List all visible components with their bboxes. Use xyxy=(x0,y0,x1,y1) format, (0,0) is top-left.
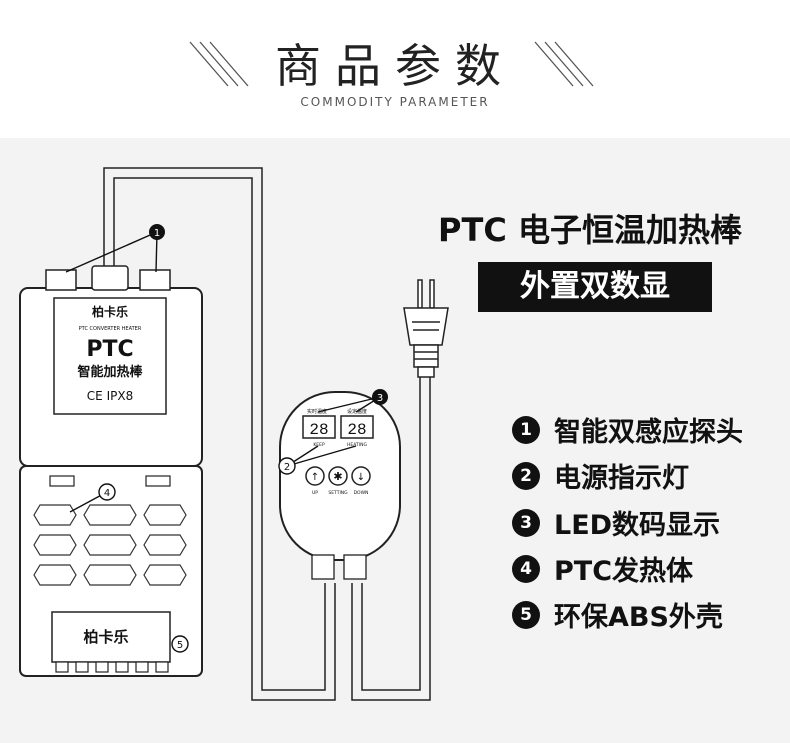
callout-1: 1 xyxy=(154,228,160,239)
heater-converter-label: PTC CONVERTER HEATER xyxy=(79,326,142,332)
heater-cn-label: 智能加热棒 xyxy=(77,364,143,380)
controller-body xyxy=(279,391,401,580)
product-subtitle-badge: 外置双数显 xyxy=(478,262,712,312)
callout-markers: 1 2 3 4 5 xyxy=(98,224,388,653)
header-title: 商品参数 xyxy=(275,39,515,93)
controller-keep-cn-label: 实时温度 xyxy=(307,408,327,415)
down-arrow-icon[interactable]: ↓ xyxy=(357,472,365,483)
feature-label-3: LED数码显示 xyxy=(554,510,721,541)
callout-5: 5 xyxy=(177,640,183,651)
gear-icon[interactable]: ✱ xyxy=(333,470,342,483)
heater-wire xyxy=(103,167,431,701)
callout-4: 4 xyxy=(104,488,110,499)
callout-2: 2 xyxy=(284,462,290,473)
controller-display-right: 28 xyxy=(347,421,366,439)
controller-heating-label: HEATING xyxy=(347,442,367,448)
header-subtitle: COMMODITY PARAMETER xyxy=(300,95,490,109)
controller-up-label: UP xyxy=(312,490,318,496)
feature-item-3: 3 LED数码显示 xyxy=(512,503,720,542)
controller-display-left: 28 xyxy=(309,421,328,439)
feature-item-2: 2 电源指示灯 xyxy=(512,456,689,495)
feature-item-4: 4 PTC发热体 xyxy=(512,549,693,588)
heater-cert-label: CE IPX8 xyxy=(87,389,133,403)
feature-number-3: 3 xyxy=(512,508,540,537)
feature-item-1: 1 智能双感应探头 xyxy=(512,410,743,449)
feature-number-1: 1 xyxy=(512,415,540,444)
heater-brand-bottom: 柏卡乐 xyxy=(83,628,128,646)
product-title: PTC 电子恒温加热棒 xyxy=(438,211,742,249)
controller-keep-label: KEEP xyxy=(313,442,325,448)
heater-ptc-label: PTC xyxy=(86,337,133,362)
feature-label-4: PTC发热体 xyxy=(554,556,694,587)
feature-number-2: 2 xyxy=(512,461,540,490)
heater-brand-top: 柏卡乐 xyxy=(92,304,128,319)
power-plug xyxy=(403,279,449,378)
controller-setting-label: SETTING xyxy=(328,490,348,496)
header-left-slashes xyxy=(189,41,249,87)
callout-3: 3 xyxy=(377,393,383,404)
header-section: 商品参数 COMMODITY PARAMETER xyxy=(0,0,790,138)
feature-label-5: 环保ABS外壳 xyxy=(554,602,723,633)
heater-vents xyxy=(33,504,187,586)
controller-down-label: DOWN xyxy=(354,490,369,496)
feature-label-1: 智能双感应探头 xyxy=(554,417,743,448)
feature-item-5: 5 环保ABS外壳 xyxy=(512,595,723,634)
up-arrow-icon[interactable]: ↑ xyxy=(311,472,319,483)
feature-number-5: 5 xyxy=(512,600,540,629)
heater-body xyxy=(19,265,203,677)
feature-label-2: 电源指示灯 xyxy=(554,463,689,494)
feature-number-4: 4 xyxy=(512,554,540,583)
header-right-slashes xyxy=(534,41,594,87)
